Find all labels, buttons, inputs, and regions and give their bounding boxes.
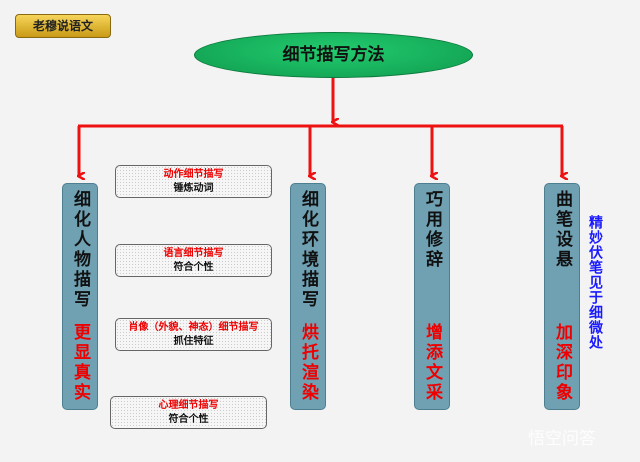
column-main: 细化人物描写	[70, 190, 90, 310]
column-main: 曲笔设悬	[552, 190, 572, 270]
column-effect: 增添文采	[422, 323, 442, 403]
column-main: 细化环境描写	[298, 190, 318, 310]
side-note: 精妙伏笔见于细微处	[587, 215, 603, 350]
sub-box-portrait: 肖像（外貌、神态）细节描写抓住特征	[115, 318, 272, 351]
title-ellipse: 细节描写方法	[194, 32, 473, 78]
author-badge: 老穆说语文	[15, 14, 111, 38]
sub-desc: 抓住特征	[173, 336, 214, 347]
sub-box-action: 动作细节描写锤炼动词	[115, 165, 272, 198]
sub-box-speech: 语言细节描写符合个性	[115, 244, 272, 277]
sub-title: 心理细节描写	[158, 400, 219, 411]
sub-desc: 符合个性	[168, 414, 209, 425]
sub-box-psychology: 心理细节描写符合个性	[110, 396, 267, 429]
column-suspense: 曲笔设悬 加深印象	[544, 183, 580, 410]
column-environment: 细化环境描写 烘托渲染	[290, 183, 326, 410]
watermark: 悟空问答	[528, 429, 596, 449]
sub-title: 语言细节描写	[163, 248, 224, 259]
column-effect: 加深印象	[552, 323, 572, 403]
column-rhetoric: 巧用修辞 增添文采	[414, 183, 450, 410]
sub-title: 肖像（外貌、神态）细节描写	[128, 322, 259, 333]
sub-title: 动作细节描写	[163, 169, 224, 180]
sub-desc: 符合个性	[173, 262, 214, 273]
column-character: 细化人物描写 更显真实	[62, 183, 98, 410]
sub-desc: 锤炼动词	[173, 183, 214, 194]
column-effect: 烘托渲染	[298, 323, 318, 403]
column-main: 巧用修辞	[422, 190, 442, 270]
column-effect: 更显真实	[70, 323, 90, 403]
